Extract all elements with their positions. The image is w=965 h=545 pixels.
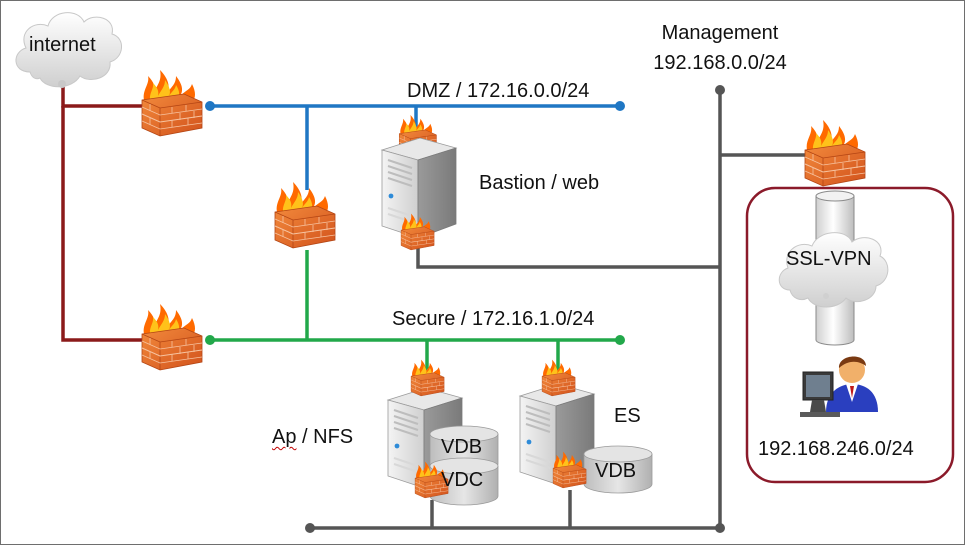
firewall-icon (141, 69, 203, 137)
firewall-icon (141, 303, 203, 371)
internet-label: internet (29, 34, 96, 56)
ssl-vpn-label: SSL-VPN (786, 248, 872, 270)
firewall-icon (804, 119, 866, 187)
nfs-label: / NFS (296, 426, 354, 448)
management-endpoint (715, 85, 725, 95)
secure-label: Secure / 172.16.1.0/24 (392, 308, 595, 330)
ap-label: Ap (272, 426, 297, 448)
client-subnet-label: 192.168.246.0/24 (758, 438, 914, 460)
vdc-label: VDC (441, 469, 484, 491)
user-workstation-icon (800, 356, 878, 417)
ssl-vpn-cloud-icon (778, 232, 889, 308)
management-subnet: 192.168.0.0/24 (653, 52, 787, 74)
management-network-line (310, 90, 808, 530)
ap-nfs-label: Ap / NFS (272, 427, 353, 447)
internet-cloud-icon (15, 12, 122, 88)
management-endpoint (305, 523, 315, 533)
bastion-label: Bastion / web (479, 172, 600, 194)
internet-link (61, 80, 158, 342)
firewall-icon (274, 181, 336, 249)
vdb-label: VDB (441, 436, 483, 458)
management-title: Management (661, 22, 779, 44)
management-endpoint (715, 523, 725, 533)
vpn-zone-box (745, 186, 955, 484)
secure-network-line (205, 250, 625, 372)
es-label: ES (614, 405, 641, 427)
dmz-label: DMZ / 172.16.0.0/24 (407, 80, 590, 102)
es-vdb-label: VDB (595, 460, 637, 482)
